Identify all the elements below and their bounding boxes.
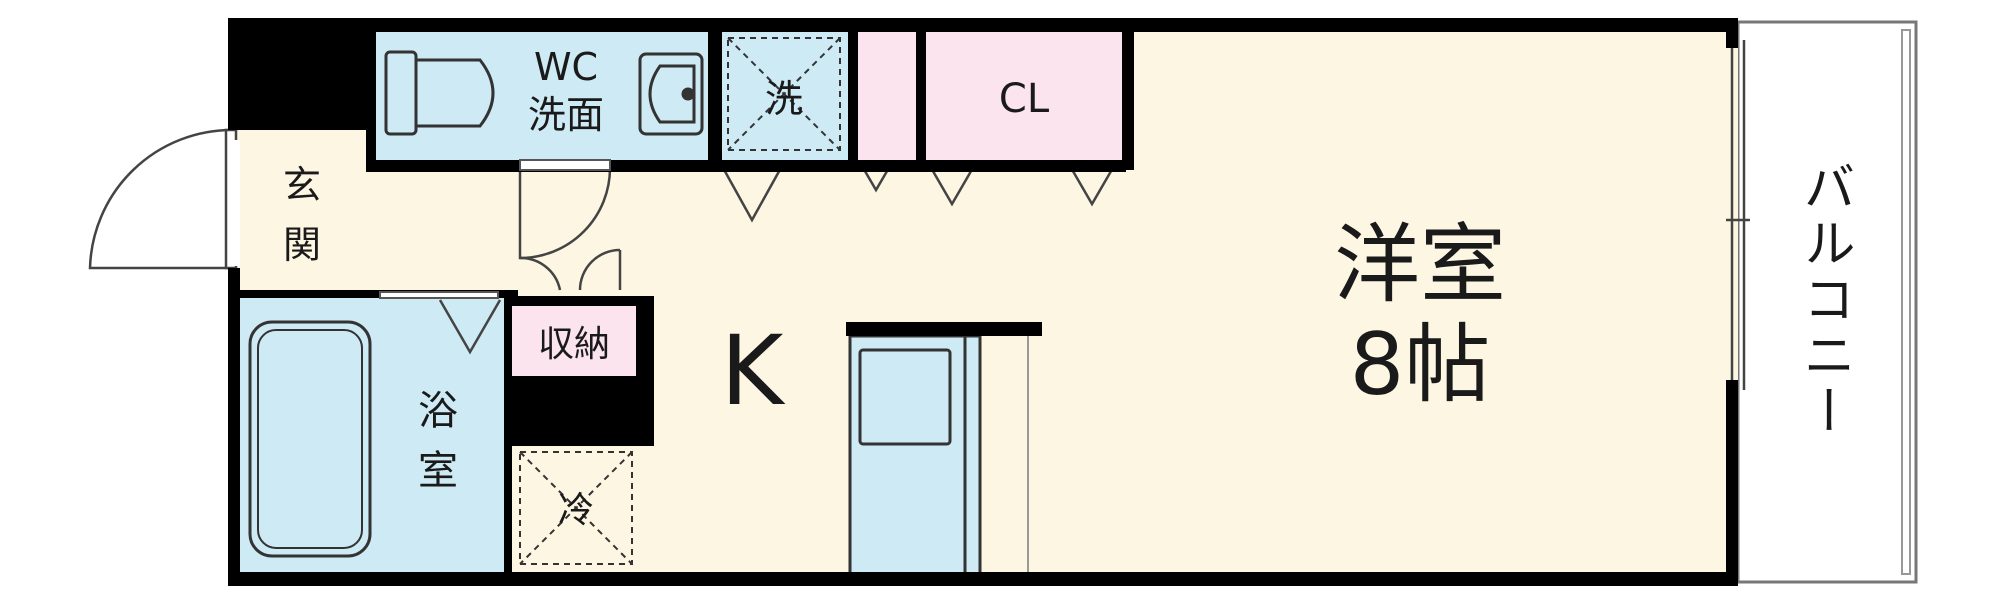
kitchen-label: K	[721, 315, 786, 427]
wc-door-swing	[518, 167, 612, 260]
laundry-label: 洗	[765, 77, 803, 121]
western-room-label: 洋室	[1334, 215, 1506, 315]
kitchen-unit	[848, 334, 982, 577]
sink-icon	[858, 348, 952, 446]
storage-label: 収納	[538, 324, 610, 365]
fridge-icon	[519, 451, 633, 565]
fridge-label: 冷	[558, 490, 594, 531]
bath-label-2: 室	[418, 448, 458, 494]
closet-label: CL	[999, 76, 1050, 122]
wc-floor	[376, 30, 708, 160]
bath-floor	[240, 296, 504, 575]
bathtub-icon	[248, 320, 372, 558]
floor-fills	[236, 30, 1738, 577]
room-labels: WC 洗面 洗 CL 玄 関 浴 室 収納 冷 K 洋室 8帖 バルコニー	[283, 45, 1854, 531]
balcony-label: バルコニー	[1794, 160, 1854, 440]
entrance-label-1: 玄	[283, 163, 321, 207]
entrance-label-2: 関	[283, 223, 321, 267]
wc-label: WC	[534, 45, 598, 89]
western-room-size: 8帖	[1350, 315, 1491, 415]
pink-closet-small	[858, 30, 916, 160]
walls	[228, 18, 1738, 586]
wall-openings	[232, 140, 611, 299]
washroom-label: 洗面	[528, 93, 604, 137]
balcony	[1736, 20, 1918, 584]
washer-icon	[727, 37, 841, 151]
fixtures	[248, 37, 1029, 575]
storage-floor	[512, 306, 636, 376]
entrance-door-swing	[88, 128, 233, 270]
basin-icon	[638, 52, 704, 136]
closet-floor	[926, 30, 1122, 160]
bath-label-1: 浴	[418, 388, 458, 434]
